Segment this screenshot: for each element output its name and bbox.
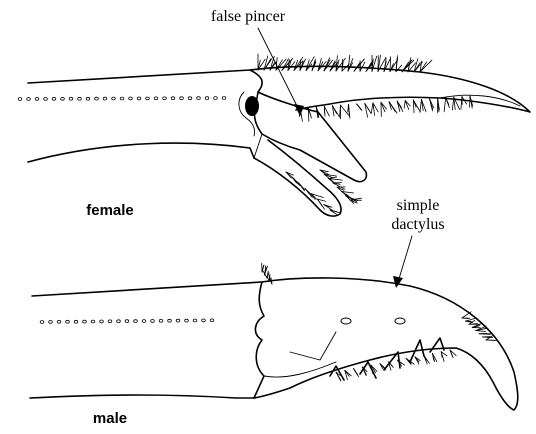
surface-pit bbox=[66, 320, 70, 323]
surface-pit bbox=[171, 97, 175, 100]
surface-pit bbox=[154, 97, 158, 100]
surface-pit bbox=[83, 320, 87, 323]
surface-pit bbox=[197, 97, 201, 100]
surface-pit bbox=[86, 97, 90, 100]
simple-dactylus-arrow-line bbox=[398, 236, 412, 282]
seta bbox=[462, 312, 471, 318]
female-joint-knob bbox=[245, 96, 259, 116]
seta bbox=[371, 103, 372, 113]
female-claw bbox=[18, 54, 530, 216]
seta bbox=[413, 100, 420, 112]
surface-pit bbox=[151, 320, 155, 323]
simple-dactylus-label-line1: simple bbox=[397, 197, 440, 214]
seta bbox=[420, 99, 422, 112]
surface-pit bbox=[35, 98, 39, 101]
surface-pit bbox=[18, 98, 22, 101]
surface-pit bbox=[117, 320, 121, 323]
seta bbox=[461, 97, 462, 110]
seta bbox=[476, 331, 486, 332]
surface-pit bbox=[57, 320, 61, 323]
male-pit-2 bbox=[395, 318, 405, 324]
female-fixed-finger bbox=[254, 140, 341, 216]
surface-pit bbox=[27, 98, 31, 101]
seta bbox=[305, 188, 310, 194]
seta bbox=[324, 58, 330, 71]
surface-pit bbox=[61, 97, 65, 100]
female-label: female bbox=[86, 202, 134, 219]
surface-pit bbox=[193, 319, 197, 322]
surface-pit bbox=[108, 320, 112, 323]
surface-pit bbox=[222, 97, 226, 100]
seta bbox=[397, 360, 404, 365]
surface-pit bbox=[112, 97, 116, 100]
surface-pit bbox=[95, 97, 99, 100]
surface-pit bbox=[69, 97, 73, 100]
surface-pit bbox=[176, 319, 180, 322]
surface-pit bbox=[49, 321, 53, 324]
surface-pit bbox=[202, 319, 206, 322]
seta bbox=[397, 101, 403, 111]
surface-pit bbox=[185, 319, 189, 322]
surface-pit bbox=[52, 97, 56, 100]
surface-pit bbox=[44, 98, 48, 101]
surface-pit bbox=[137, 97, 141, 100]
male-pit-row bbox=[40, 319, 214, 324]
female-setae-top bbox=[258, 54, 432, 72]
female-setae-low bbox=[320, 170, 362, 203]
simple-dactylus-label-line2: dactylus bbox=[391, 216, 444, 233]
surface-pit bbox=[134, 320, 138, 323]
seta bbox=[389, 102, 395, 112]
surface-pit bbox=[40, 321, 44, 324]
female-propodus-outline bbox=[28, 70, 262, 162]
seta bbox=[354, 369, 358, 375]
seta bbox=[357, 104, 362, 110]
surface-pit bbox=[78, 97, 82, 100]
male-pit-1 bbox=[341, 318, 351, 324]
female-setae-mid bbox=[299, 96, 472, 121]
false-pincer-label: false pincer bbox=[211, 8, 286, 25]
surface-pit bbox=[100, 320, 104, 323]
male-fixed-finger-line bbox=[264, 332, 336, 377]
seta bbox=[404, 101, 405, 109]
male-propodus-outline bbox=[30, 282, 262, 398]
female-pit-row bbox=[18, 97, 226, 101]
surface-pit bbox=[159, 319, 163, 322]
seta bbox=[276, 59, 286, 70]
male-dactylus bbox=[254, 278, 518, 410]
surface-pit bbox=[210, 319, 214, 322]
male-joint-notch bbox=[254, 282, 264, 398]
surface-pit bbox=[103, 97, 107, 100]
surface-pit bbox=[129, 97, 133, 100]
surface-pit bbox=[205, 97, 209, 100]
seta bbox=[444, 98, 446, 112]
seta bbox=[340, 105, 348, 115]
male-label: male bbox=[93, 410, 127, 427]
surface-pit bbox=[168, 319, 172, 322]
surface-pit bbox=[74, 320, 78, 323]
surface-pit bbox=[180, 97, 184, 100]
male-setae-dactylus bbox=[462, 312, 497, 341]
surface-pit bbox=[146, 97, 150, 100]
surface-pit bbox=[125, 320, 129, 323]
surface-pit bbox=[163, 97, 167, 100]
surface-pit bbox=[91, 320, 95, 323]
surface-pit bbox=[188, 97, 192, 100]
simple-dactylus-arrowhead bbox=[393, 276, 403, 288]
surface-pit bbox=[120, 97, 124, 100]
surface-pit bbox=[214, 97, 218, 100]
surface-pit bbox=[142, 320, 146, 323]
male-claw bbox=[30, 263, 518, 410]
